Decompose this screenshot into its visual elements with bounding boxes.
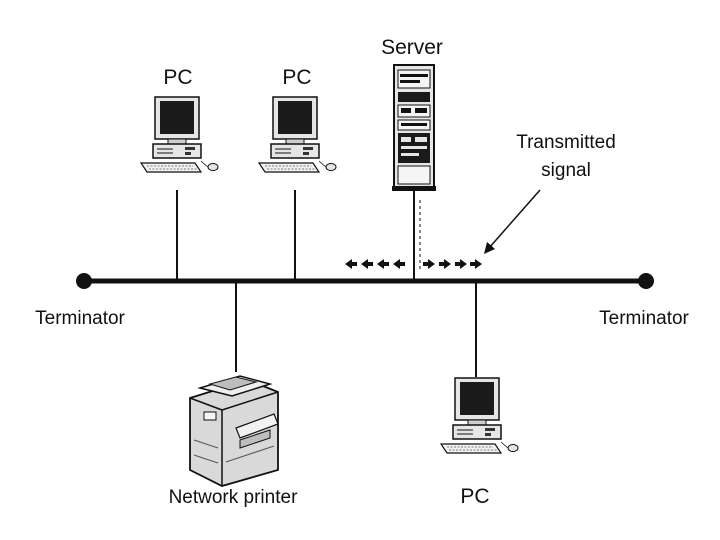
signal-arrow-icon: [377, 259, 389, 269]
signal-arrow-icon: [455, 259, 467, 269]
label-pc-bottom: PC: [460, 485, 489, 508]
signal-arrows-right: [423, 259, 482, 269]
pc-icon-top-mid: [258, 96, 337, 173]
signal-arrow-icon: [439, 259, 451, 269]
terminator-icon-left: [76, 273, 92, 289]
signal-arrow-icon: [470, 259, 482, 269]
signal-arrow-icon: [423, 259, 435, 269]
signal-arrow-icon: [345, 259, 357, 269]
label-terminator-left: Terminator: [35, 308, 125, 329]
label-network-printer: Network printer: [169, 487, 298, 508]
label-transmitted-signal-line2: signal: [541, 160, 591, 181]
label-terminator-right: Terminator: [599, 308, 689, 329]
label-server: Server: [381, 36, 443, 59]
label-transmitted-signal-line1: Transmitted: [516, 132, 616, 153]
printer-icon: [189, 375, 279, 487]
label-pc-top-mid: PC: [282, 66, 311, 89]
label-pc-top-left: PC: [163, 66, 192, 89]
server-icon: [392, 64, 436, 191]
pc-icon-bottom: [440, 377, 519, 454]
callout-arrow: [484, 189, 541, 254]
signal-arrow-icon: [361, 259, 373, 269]
terminator-icon-right: [638, 273, 654, 289]
pc-icon-top-left: [140, 96, 219, 173]
signal-arrows-left: [345, 259, 405, 269]
signal-arrow-icon: [393, 259, 405, 269]
